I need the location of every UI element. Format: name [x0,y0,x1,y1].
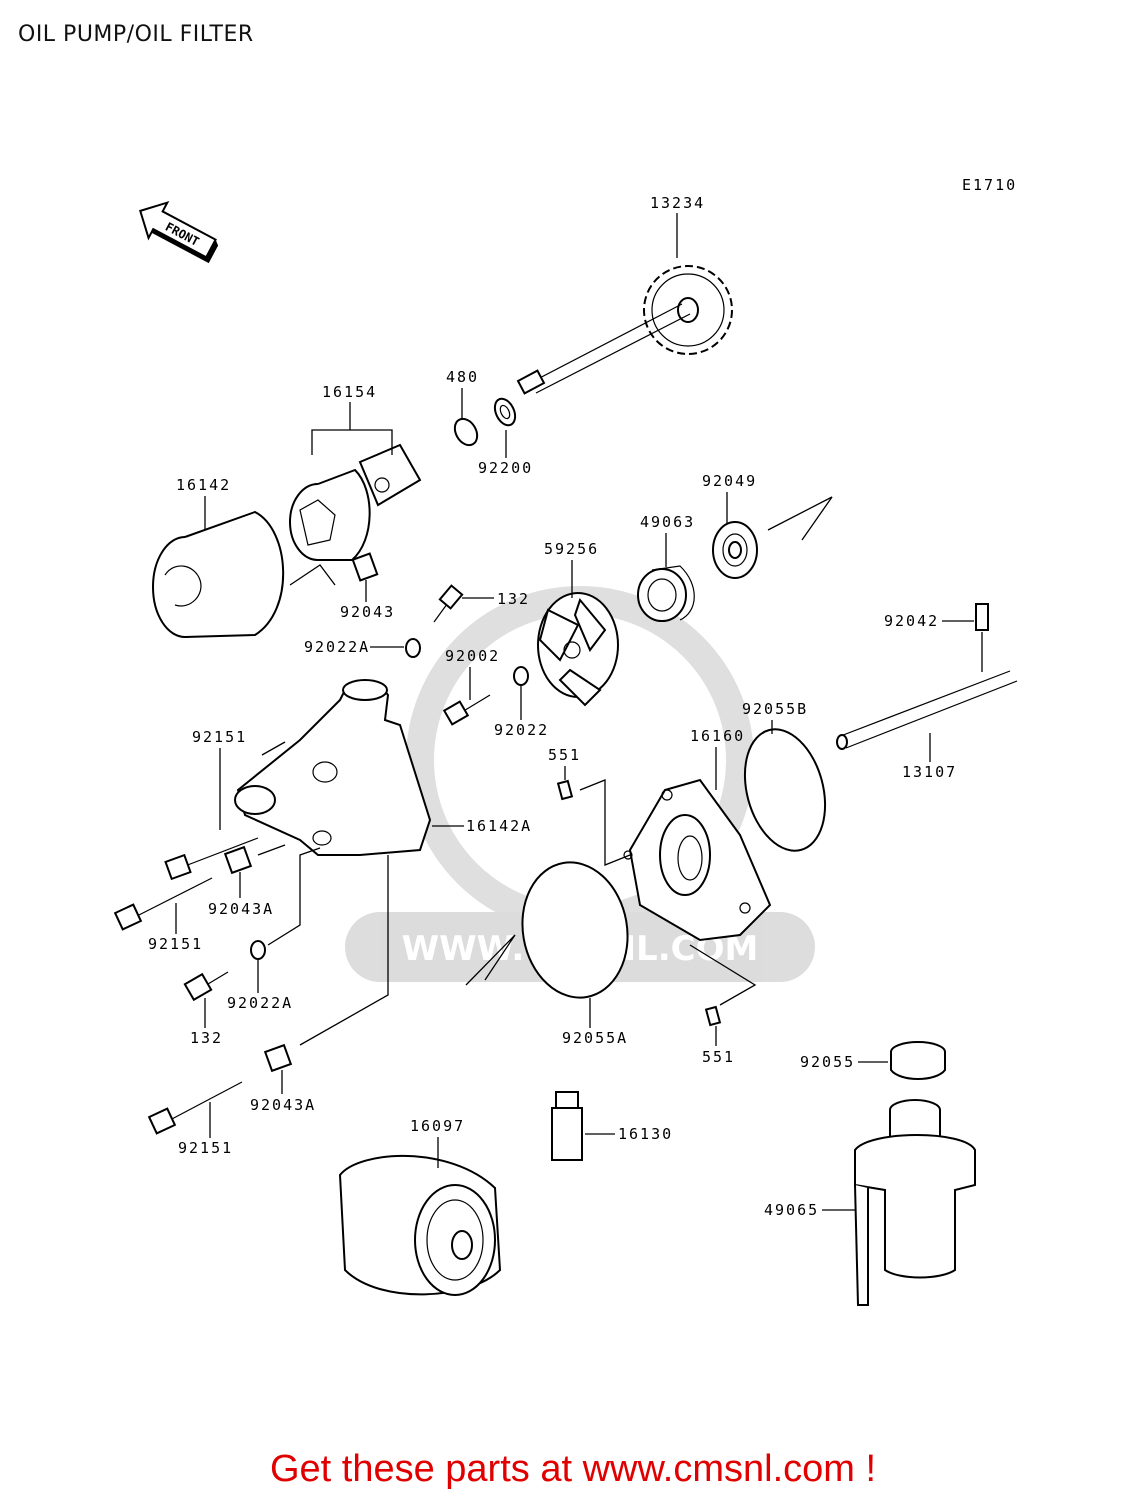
label-92151-upper: 92151 [192,728,247,746]
part-92055-cap[interactable] [890,1041,946,1080]
label-13107: 13107 [902,763,957,781]
part-92151-bolt-lower[interactable] [147,1081,243,1135]
part-92049-bearing[interactable] [712,521,758,579]
label-92022A-upper: 92022A [304,638,370,656]
part-92043A-dowel-lower[interactable] [263,1043,293,1073]
label-92151-middle: 92151 [148,935,203,953]
label-92043A-lower: 92043A [250,1096,316,1114]
part-59256-impeller[interactable] [537,592,619,707]
label-92200: 92200 [478,459,533,477]
part-92022A-washer-lower[interactable] [250,940,266,960]
label-59256: 59256 [544,540,599,558]
label-92055A: 92055A [562,1029,628,1047]
part-92200-washer[interactable] [491,396,519,429]
part-16130-switch[interactable] [551,1091,583,1161]
part-132-bolt-lower[interactable] [183,971,229,1002]
label-480: 480 [446,368,479,386]
part-16160-cover[interactable] [623,778,772,942]
label-13234: 13234 [650,194,705,212]
part-13234-sprocket-shaft[interactable] [516,265,733,395]
part-92022-washer[interactable] [513,666,529,686]
label-16097: 16097 [410,1117,465,1135]
label-92049: 92049 [702,472,757,490]
label-92151-lower: 92151 [178,1139,233,1157]
part-132-bolt[interactable] [433,584,464,623]
label-16130: 16130 [618,1125,673,1143]
parts-diagram: WWW.CMSNL.COM FRONT E1710 13234 480 9220… [113,176,1018,1306]
diagram-code: E1710 [962,176,1017,194]
label-551-upper: 551 [548,746,581,764]
part-92055A-o-ring[interactable] [512,854,638,1006]
part-13107-shaft[interactable] [836,670,1018,750]
part-16142-pump-body[interactable] [152,510,285,638]
label-132-top: 132 [497,590,530,608]
part-92151-bolt-upper[interactable] [164,837,259,881]
label-551-lower: 551 [702,1048,735,1066]
label-16154: 16154 [322,383,377,401]
part-480-circlip[interactable] [450,415,481,449]
label-92022A-lower: 92022A [227,994,293,1012]
part-49065-strainer[interactable] [854,1099,976,1306]
label-92043: 92043 [340,603,395,621]
label-92055: 92055 [800,1053,855,1071]
page-title: OIL PUMP/OIL FILTER [18,22,254,47]
part-92002-bolt[interactable] [442,694,491,726]
part-16097-oil-filter[interactable] [338,1155,502,1296]
label-16142A: 16142A [466,817,532,835]
label-92042: 92042 [884,612,939,630]
part-92043A-dowel-upper[interactable] [223,845,253,875]
part-92022A-washer-upper[interactable] [405,638,421,658]
front-arrow-icon: FRONT [139,200,219,264]
label-92043A-upper: 92043A [208,900,274,918]
part-92042-pin[interactable] [975,603,989,631]
label-132-lower: 132 [190,1029,223,1047]
label-49063: 49063 [640,513,695,531]
part-16142A-pump-housing[interactable] [234,679,432,856]
part-551-pin-upper[interactable] [556,779,574,801]
part-49063-seal[interactable] [637,565,695,622]
part-92151-bolt-middle[interactable] [113,877,213,931]
label-92055B: 92055B [742,700,808,718]
label-49065: 49065 [764,1201,819,1219]
label-92022: 92022 [494,721,549,739]
label-16160: 16160 [690,727,745,745]
label-16142: 16142 [176,476,231,494]
part-16154-rotor-set[interactable] [289,443,422,561]
part-92043-dowel[interactable] [351,552,379,582]
part-92055B-o-ring[interactable] [732,720,838,859]
part-551-pin-lower[interactable] [704,1005,722,1027]
footer-promo-link[interactable]: Get these parts at www.cmsnl.com ! [269,1448,877,1490]
label-92002: 92002 [445,647,500,665]
